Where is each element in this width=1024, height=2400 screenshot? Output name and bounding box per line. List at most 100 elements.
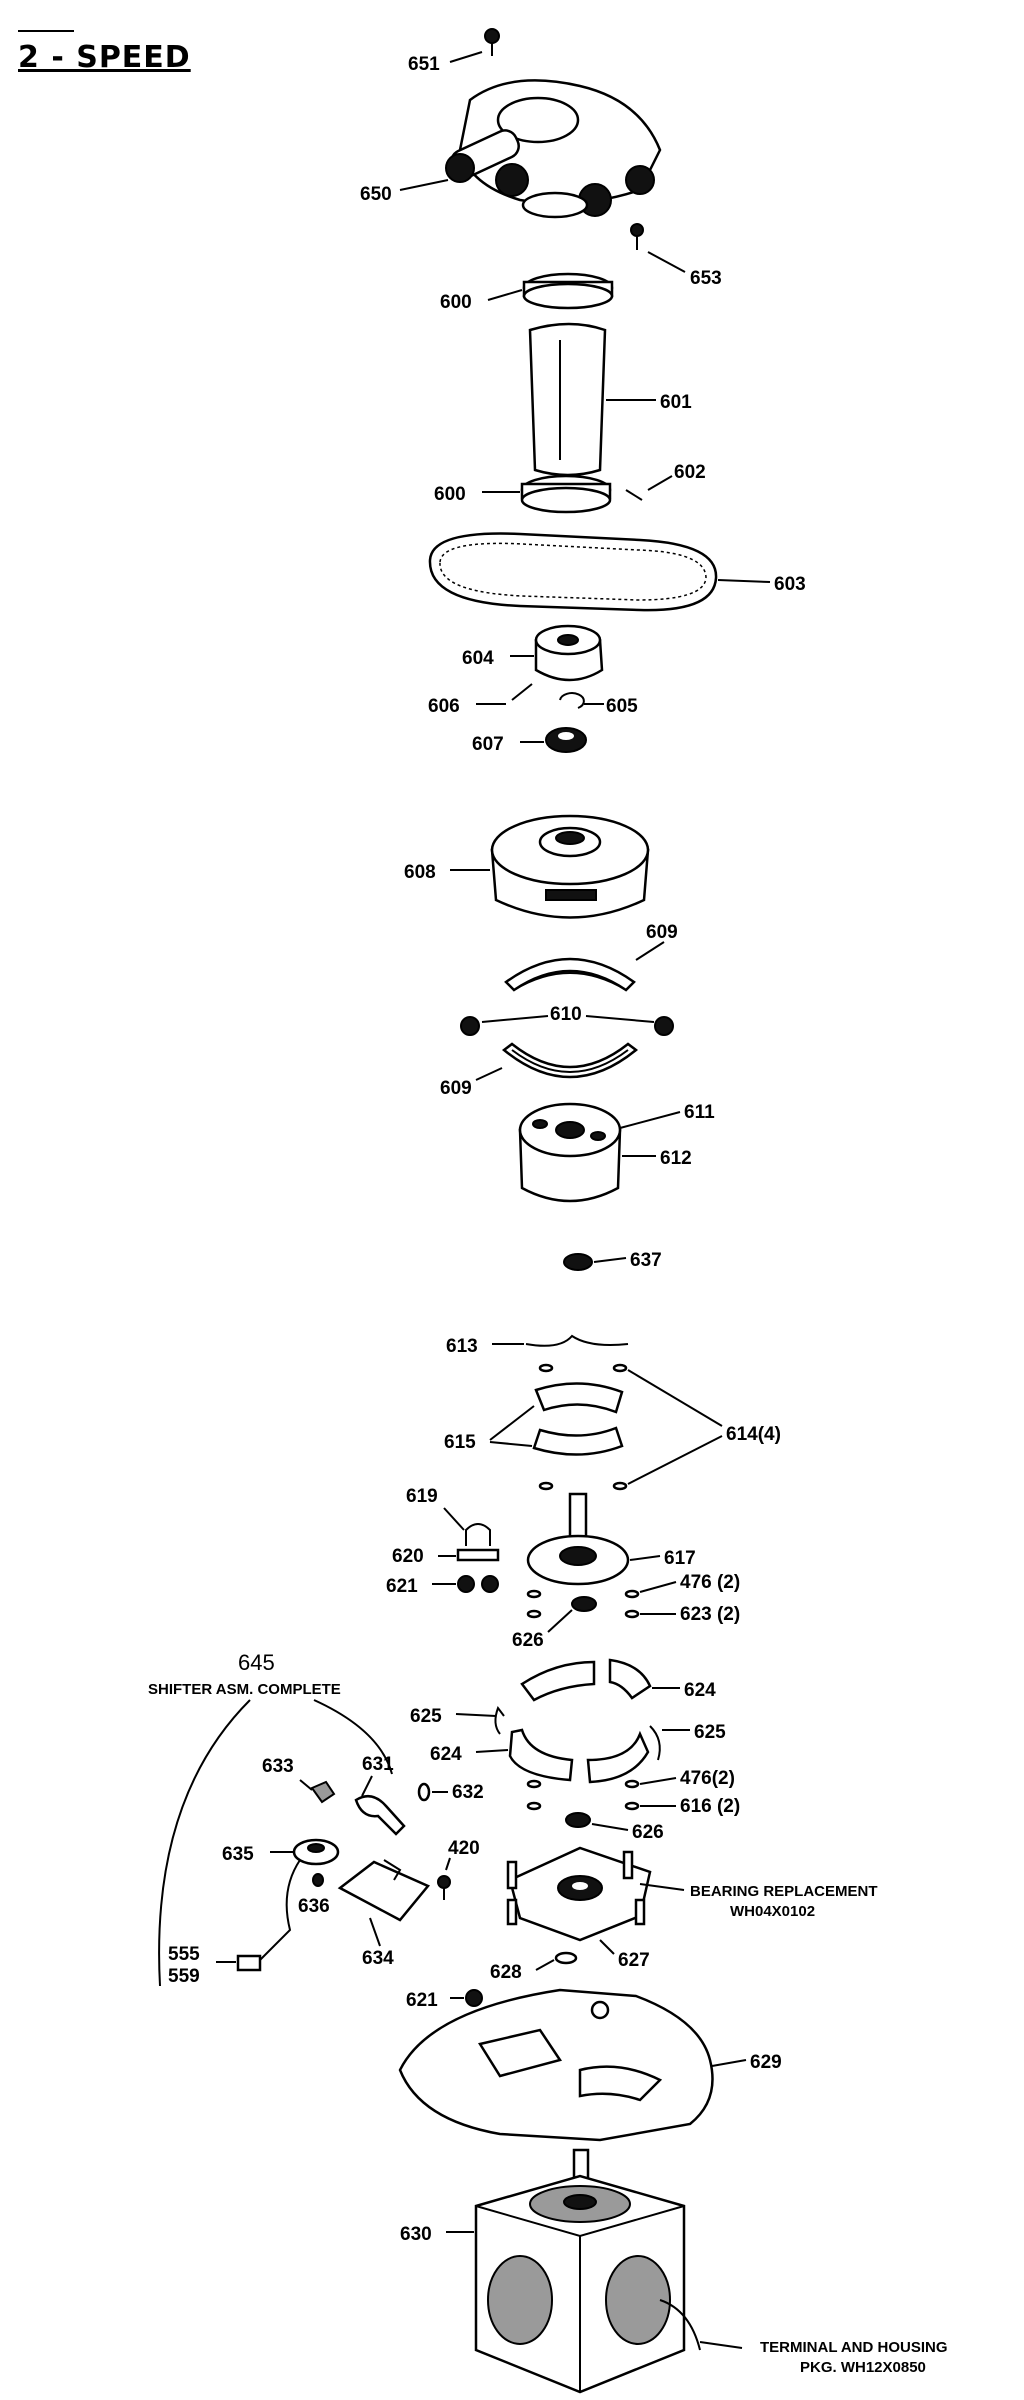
part-604-pulley bbox=[534, 624, 604, 682]
callout-634: 634 bbox=[362, 1948, 394, 1969]
leader-609-top bbox=[635, 941, 665, 961]
leader-624-bottom bbox=[475, 1749, 509, 1753]
part-612-hub bbox=[518, 1102, 622, 1203]
callout-608: 608 bbox=[404, 862, 436, 883]
part-629-base-plate bbox=[398, 1988, 714, 2142]
leader-637 bbox=[593, 1257, 627, 1263]
part-636-screw bbox=[312, 1873, 324, 1887]
part-634-bracket bbox=[337, 1859, 431, 1922]
leader-615-b bbox=[489, 1441, 533, 1447]
part-650-pump bbox=[445, 79, 662, 219]
part-607-bearing bbox=[545, 727, 587, 753]
bracket-645-right bbox=[313, 1699, 393, 1775]
callout-635: 635 bbox=[222, 1844, 254, 1865]
leader-619 bbox=[443, 1507, 465, 1531]
part-651-screw bbox=[484, 28, 500, 56]
callout-631: 631 bbox=[362, 1754, 394, 1775]
part-619-ubolt bbox=[465, 1523, 491, 1546]
part-601-hose bbox=[528, 322, 607, 477]
part-621-nut-bottom bbox=[465, 1989, 483, 2007]
leader-420 bbox=[445, 1857, 451, 1871]
part-632-pin bbox=[417, 1782, 431, 1802]
part-620-plate bbox=[456, 1548, 500, 1562]
leader-614-a bbox=[627, 1369, 723, 1427]
part-609-shoe-top bbox=[504, 957, 636, 992]
part-628-ring bbox=[554, 1951, 578, 1965]
part-621-nuts bbox=[457, 1575, 499, 1593]
leader-651 bbox=[449, 51, 483, 63]
leader-600-top bbox=[487, 289, 523, 301]
leader-476-bottom bbox=[639, 1777, 677, 1785]
page-title: 2 - SPEED bbox=[18, 40, 191, 75]
part-555-559-connector bbox=[236, 1954, 262, 1972]
callout-624-bottom: 624 bbox=[430, 1744, 462, 1765]
part-635-solenoid bbox=[259, 1838, 340, 1961]
leader-629 bbox=[711, 2059, 747, 2067]
callout-612: 612 bbox=[660, 1148, 692, 1169]
part-605-ring bbox=[559, 692, 585, 709]
part-626-bottom bbox=[565, 1812, 591, 1828]
part-606-key bbox=[511, 683, 533, 701]
leader-634 bbox=[369, 1917, 381, 1947]
leader-628 bbox=[535, 1959, 555, 1971]
leader-615-a bbox=[489, 1405, 535, 1441]
part-617-shaft-plate bbox=[526, 1492, 630, 1586]
callout-604: 604 bbox=[462, 648, 494, 669]
callout-625-right: 625 bbox=[694, 1722, 726, 1743]
callout-420: 420 bbox=[448, 1838, 480, 1859]
callout-559: 559 bbox=[168, 1966, 200, 1987]
callout-623: 623 (2) bbox=[680, 1604, 740, 1625]
part-623-washers bbox=[526, 1609, 640, 1619]
callout-603: 603 bbox=[774, 574, 806, 595]
callout-606: 606 bbox=[428, 696, 460, 717]
callout-627: 627 bbox=[618, 1950, 650, 1971]
leader-terminal-note bbox=[699, 2341, 743, 2349]
part-630-motor bbox=[474, 2148, 701, 2394]
leader-476-top bbox=[639, 1581, 677, 1593]
callout-653: 653 bbox=[690, 268, 722, 289]
part-615-shoes bbox=[532, 1382, 624, 1456]
part-627-bearing-plate bbox=[506, 1846, 652, 1942]
part-613-spring bbox=[525, 1334, 629, 1347]
callout-621-top: 621 bbox=[386, 1576, 418, 1597]
terminal-note-line1: TERMINAL AND HOUSING bbox=[760, 2339, 948, 2356]
callout-633: 633 bbox=[262, 1756, 294, 1777]
callout-602: 602 bbox=[674, 462, 706, 483]
callout-650: 650 bbox=[360, 184, 392, 205]
leader-603 bbox=[717, 579, 771, 583]
callout-619: 619 bbox=[406, 1486, 438, 1507]
callout-476-top: 476 (2) bbox=[680, 1572, 740, 1593]
callout-600-bottom: 600 bbox=[434, 484, 466, 505]
leader-627 bbox=[599, 1939, 615, 1955]
part-624-625-brake-assembly bbox=[494, 1658, 661, 1784]
part-637-washer bbox=[563, 1253, 593, 1271]
callout-637: 637 bbox=[630, 1250, 662, 1271]
callout-615: 615 bbox=[444, 1432, 476, 1453]
leader-617 bbox=[629, 1555, 661, 1561]
terminal-note-line2: PKG. WH12X0850 bbox=[800, 2359, 926, 2376]
leader-625-left bbox=[455, 1713, 497, 1717]
part-602-screw bbox=[625, 489, 643, 501]
callout-626-bottom: 626 bbox=[632, 1822, 664, 1843]
part-616-washers bbox=[526, 1801, 640, 1811]
leader-609-bottom bbox=[475, 1067, 503, 1081]
title-overline bbox=[18, 30, 74, 32]
leader-610-left bbox=[481, 1015, 549, 1023]
part-653-screw bbox=[630, 223, 644, 250]
bearing-note-line2: WH04X0102 bbox=[730, 1903, 815, 1920]
leader-650 bbox=[399, 179, 449, 191]
part-626-top bbox=[571, 1596, 597, 1612]
callout-609-top: 609 bbox=[646, 922, 678, 943]
callout-645: 645 bbox=[238, 1650, 275, 1675]
callout-609-bottom: 609 bbox=[440, 1078, 472, 1099]
callout-630: 630 bbox=[400, 2224, 432, 2245]
part-610-spring-right bbox=[654, 1016, 674, 1036]
leader-610-right bbox=[585, 1015, 655, 1023]
callout-625-left: 625 bbox=[410, 1706, 442, 1727]
leader-626-bottom bbox=[591, 1823, 629, 1831]
leader-611 bbox=[619, 1111, 681, 1129]
callout-621-bottom: 621 bbox=[406, 1990, 438, 2011]
bearing-note-line1: BEARING REPLACEMENT bbox=[690, 1883, 878, 1900]
leader-602 bbox=[647, 475, 673, 491]
callout-614: 614(4) bbox=[726, 1424, 781, 1445]
